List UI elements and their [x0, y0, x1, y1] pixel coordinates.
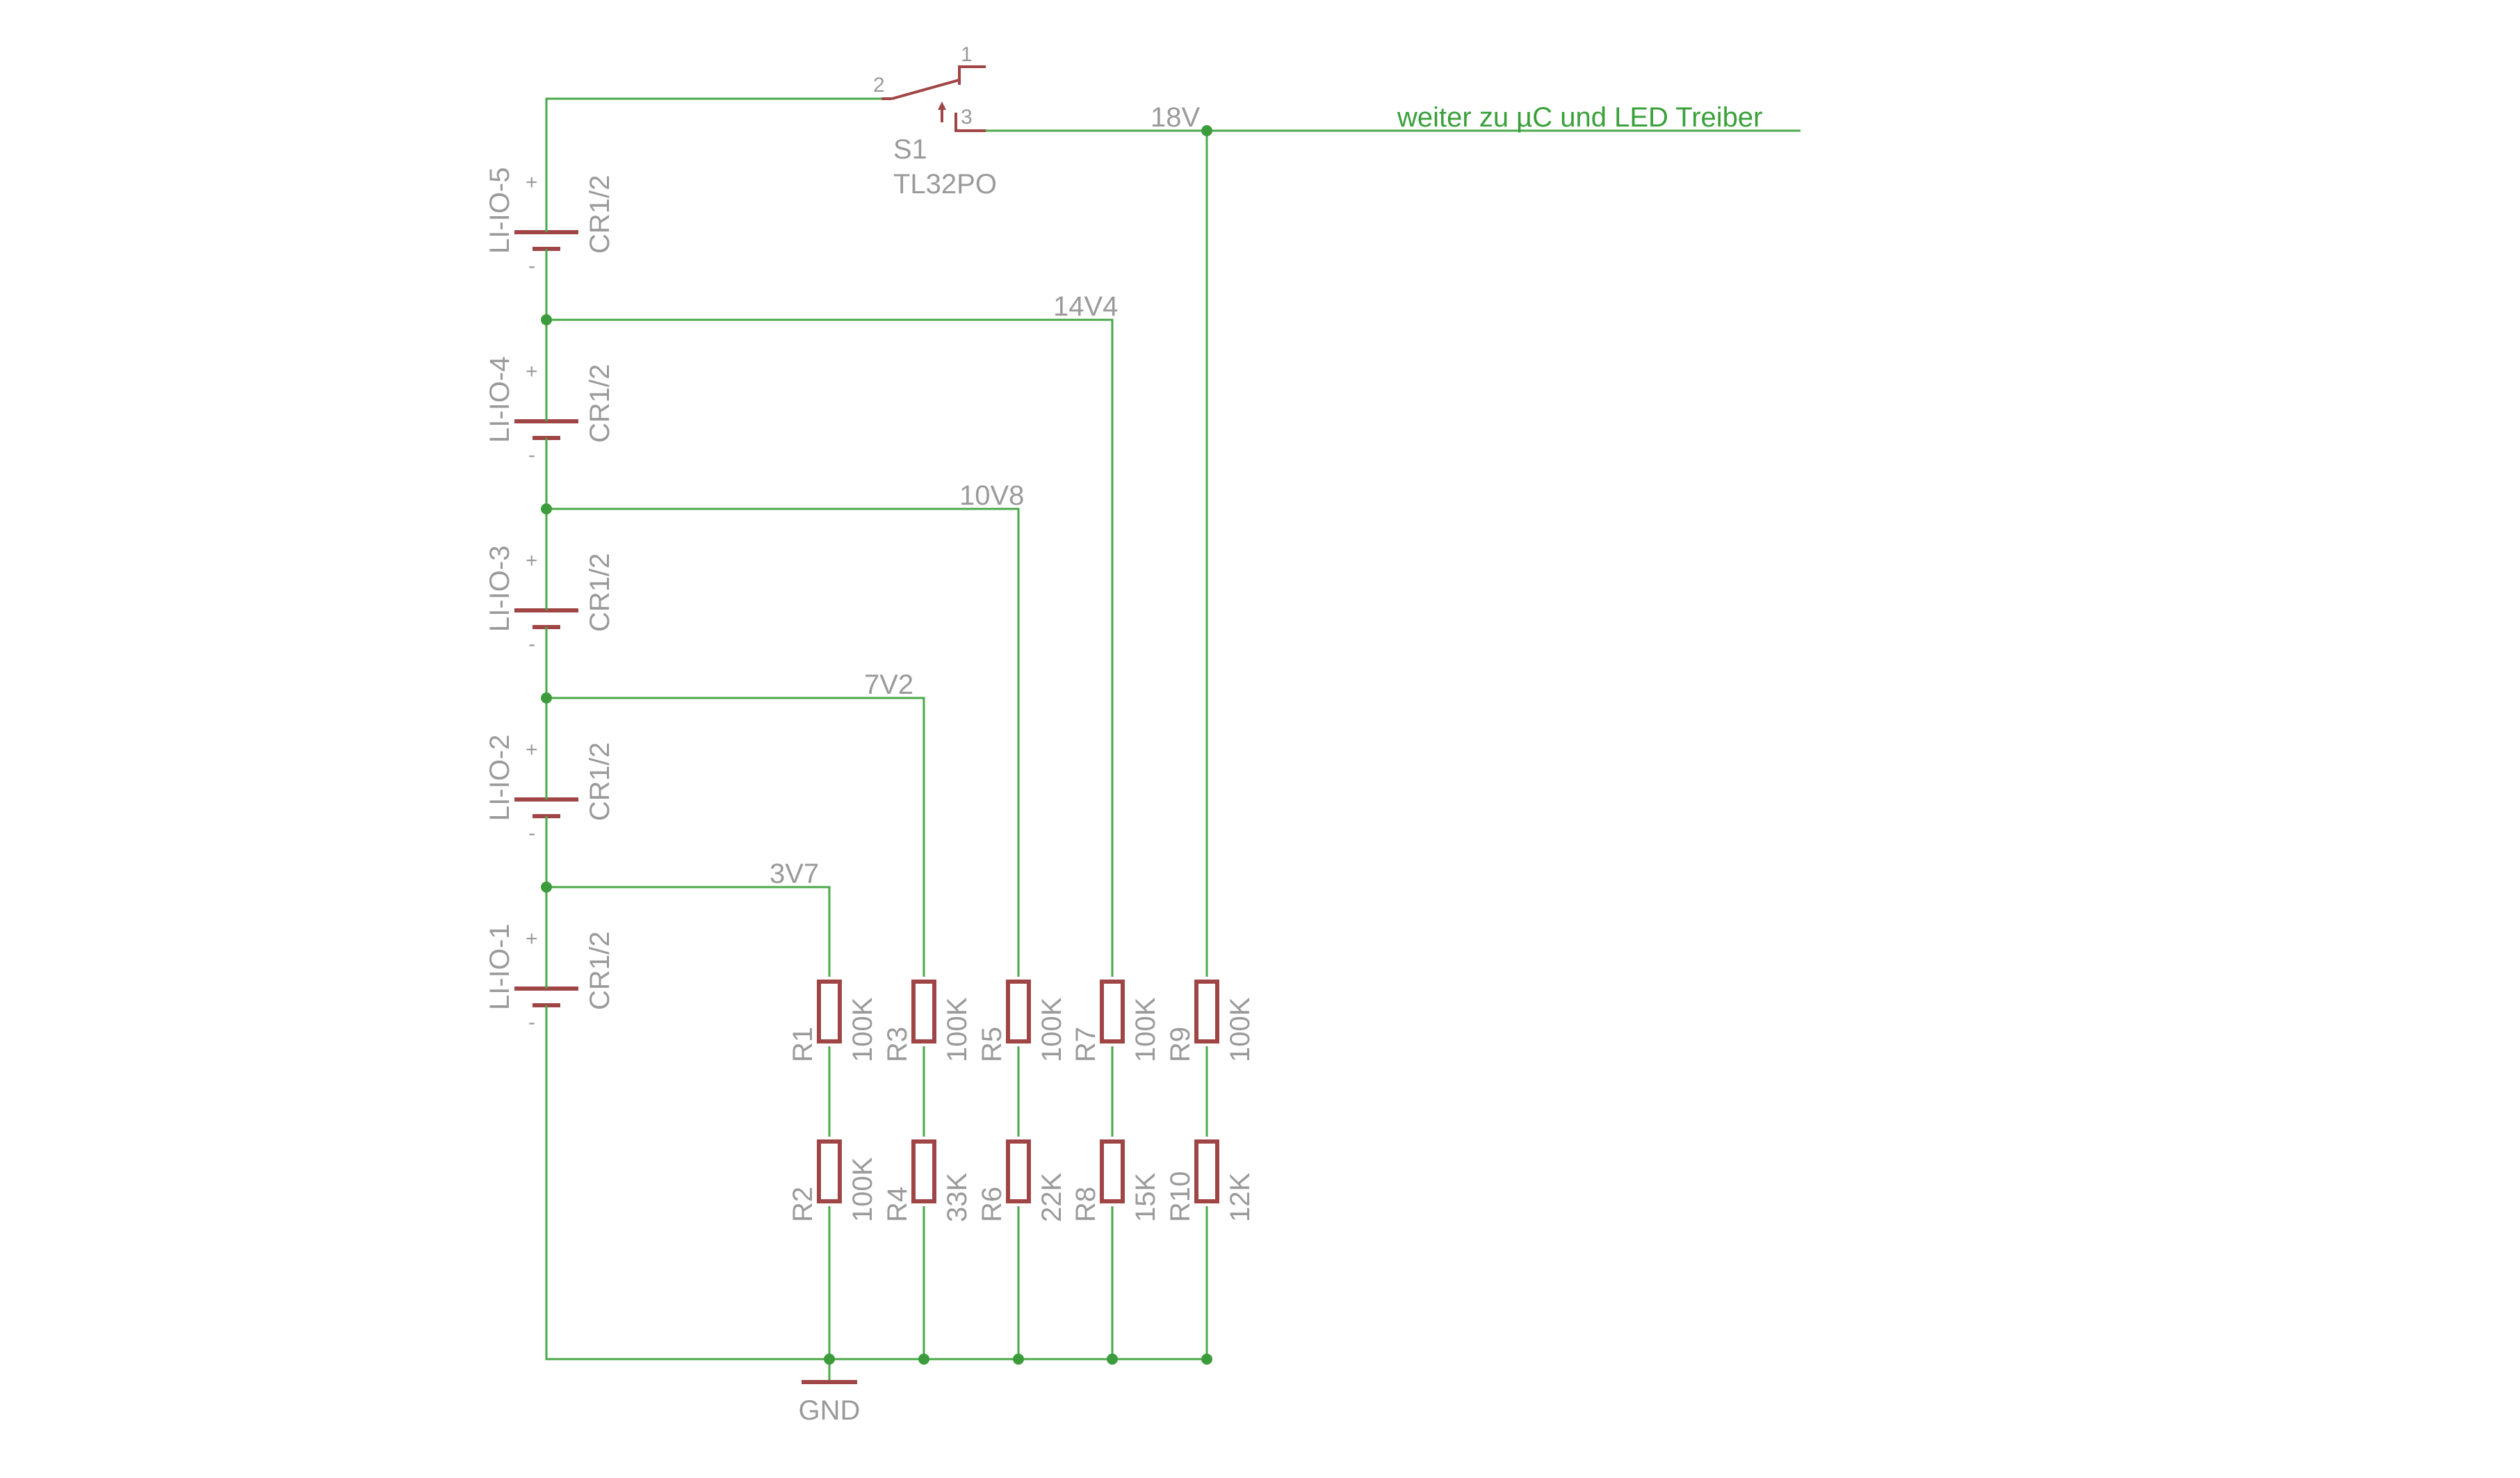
cell-value: CR1/2	[585, 364, 615, 443]
cell-minus-sign: -	[528, 444, 535, 466]
wire-7v2	[546, 697, 925, 977]
resistor-top-value: 100K	[847, 997, 878, 1062]
resistor-top-value: 100K	[1037, 997, 1067, 1062]
resistor-bottom-name: R2	[788, 1187, 818, 1222]
resistor-top-name: R9	[1165, 1027, 1196, 1062]
battery-cell-4: + - LI-IO-4 CR1/2	[485, 357, 615, 466]
resistor-top-name: R5	[977, 1027, 1007, 1062]
cell-plus-sign: +	[526, 738, 538, 761]
battery-cell-5: + - LI-IO-5 CR1/2	[485, 168, 615, 277]
divider-5: R9 100K R10 12K	[1165, 980, 1255, 1222]
resistor-top	[1100, 980, 1125, 1043]
cell-minus-sign: -	[528, 633, 535, 656]
resistor-bottom	[1006, 1139, 1031, 1203]
resistor-bottom-value: 33K	[942, 1173, 973, 1222]
resistor-top-value: 100K	[1225, 997, 1255, 1062]
resistor-bottom	[1194, 1139, 1219, 1203]
resistor-top-name: R7	[1071, 1027, 1101, 1062]
switch-pin2-label: 2	[873, 74, 885, 97]
resistor-top-name: R1	[788, 1027, 818, 1062]
wire-switch-to-battery	[545, 97, 881, 172]
resistor-top-value: 100K	[1130, 997, 1161, 1062]
resistor-bottom-value: 22K	[1037, 1173, 1067, 1222]
cell-minus-sign: -	[528, 1011, 535, 1034]
resistor-bottom	[911, 1139, 936, 1203]
switch-arrow-head	[938, 101, 946, 110]
resistor-top	[817, 980, 842, 1043]
resistor-top-value: 100K	[942, 997, 973, 1062]
resistor-bottom-name: R4	[882, 1187, 913, 1222]
wire-battery-to-gnd	[545, 1021, 1207, 1361]
resistor-bottom-value: 12K	[1225, 1173, 1255, 1222]
junction-gnd-5	[1201, 1354, 1212, 1365]
resistor-bottom	[817, 1139, 842, 1203]
junction-10v8	[541, 503, 552, 514]
gnd-symbol: GND	[799, 1380, 861, 1426]
resistor-top	[1194, 980, 1219, 1043]
net-label-10v8: 10V8	[959, 480, 1024, 511]
junction-gnd-1	[824, 1354, 835, 1365]
cell-value: CR1/2	[585, 932, 615, 1010]
divider-1: R1 100K R2 100K	[788, 980, 878, 1222]
junctions	[541, 125, 1212, 1365]
battery-cell-2: + - LI-IO-2 CR1/2	[485, 735, 615, 845]
switch-value: TL32PO	[893, 169, 997, 200]
cell-minus-sign: -	[528, 822, 535, 845]
cell-name: LI-IO-1	[485, 924, 515, 1010]
resistor-top-name: R3	[882, 1027, 913, 1062]
junction-7v2	[541, 692, 552, 704]
net-labels: 18V 14V4 10V8 7V2 3V7 weiter zu µC und L…	[770, 102, 1763, 889]
switch-pin3-label: 3	[961, 106, 973, 129]
divider-2: R3 100K R4 33K	[882, 980, 973, 1222]
switch-name: S1	[893, 134, 927, 165]
cell-value: CR1/2	[585, 175, 615, 254]
cell-plus-sign: +	[526, 927, 538, 950]
switch-lever	[891, 79, 960, 100]
cell-plus-sign: +	[526, 549, 538, 572]
wires	[545, 97, 1800, 1380]
resistor-bottom-name: R6	[977, 1187, 1007, 1222]
switch-pin3-contact	[954, 113, 986, 132]
net-label-7v2: 7V2	[864, 669, 913, 700]
net-label-14v4: 14V4	[1053, 291, 1118, 322]
divider-3: R5 100K R6 22K	[977, 980, 1067, 1222]
junction-gnd-2	[918, 1354, 929, 1365]
divider-4: R7 100K R8 15K	[1071, 980, 1161, 1222]
cell-name: LI-IO-4	[485, 357, 515, 443]
cell-name: LI-IO-3	[485, 546, 515, 632]
battery-cell-3: + - LI-IO-3 CR1/2	[485, 546, 615, 656]
cell-value: CR1/2	[585, 742, 615, 821]
resistor-bottom-name: R10	[1165, 1171, 1196, 1222]
junction-14v4	[541, 314, 552, 325]
resistor-top	[1006, 980, 1031, 1043]
cell-plus-sign: +	[526, 171, 538, 194]
gnd-label: GND	[799, 1395, 861, 1426]
resistor-bottom-value: 100K	[847, 1157, 878, 1222]
junction-gnd-4	[1107, 1354, 1118, 1365]
battery-cell-1: + - LI-IO-1 CR1/2	[485, 924, 615, 1034]
cell-name: LI-IO-5	[485, 168, 515, 254]
cell-minus-sign: -	[528, 254, 535, 277]
resistor-bottom-value: 15K	[1130, 1173, 1161, 1222]
cell-name: LI-IO-2	[485, 735, 515, 821]
switch-pin1-label: 1	[961, 43, 973, 66]
net-label-18v: 18V	[1151, 102, 1200, 133]
wire-14v4	[546, 318, 1114, 977]
resistor-bottom-name: R8	[1071, 1187, 1101, 1222]
cell-value: CR1/2	[585, 553, 615, 632]
resistor-bottom	[1100, 1139, 1125, 1203]
net-label-3v7: 3V7	[770, 859, 819, 889]
switch-s1: 1 2 3 S1 TL32PO	[873, 43, 997, 200]
junction-gnd-3	[1013, 1354, 1024, 1365]
switch-pin1-contact	[958, 65, 986, 85]
wire-10v8	[546, 507, 1020, 977]
resistor-top	[911, 980, 936, 1043]
junction-3v7	[541, 882, 552, 893]
junction-18v	[1201, 125, 1212, 136]
wire-3v7	[546, 886, 831, 977]
cell-plus-sign: +	[526, 360, 538, 383]
note-text: weiter zu µC und LED Treiber	[1397, 102, 1763, 133]
